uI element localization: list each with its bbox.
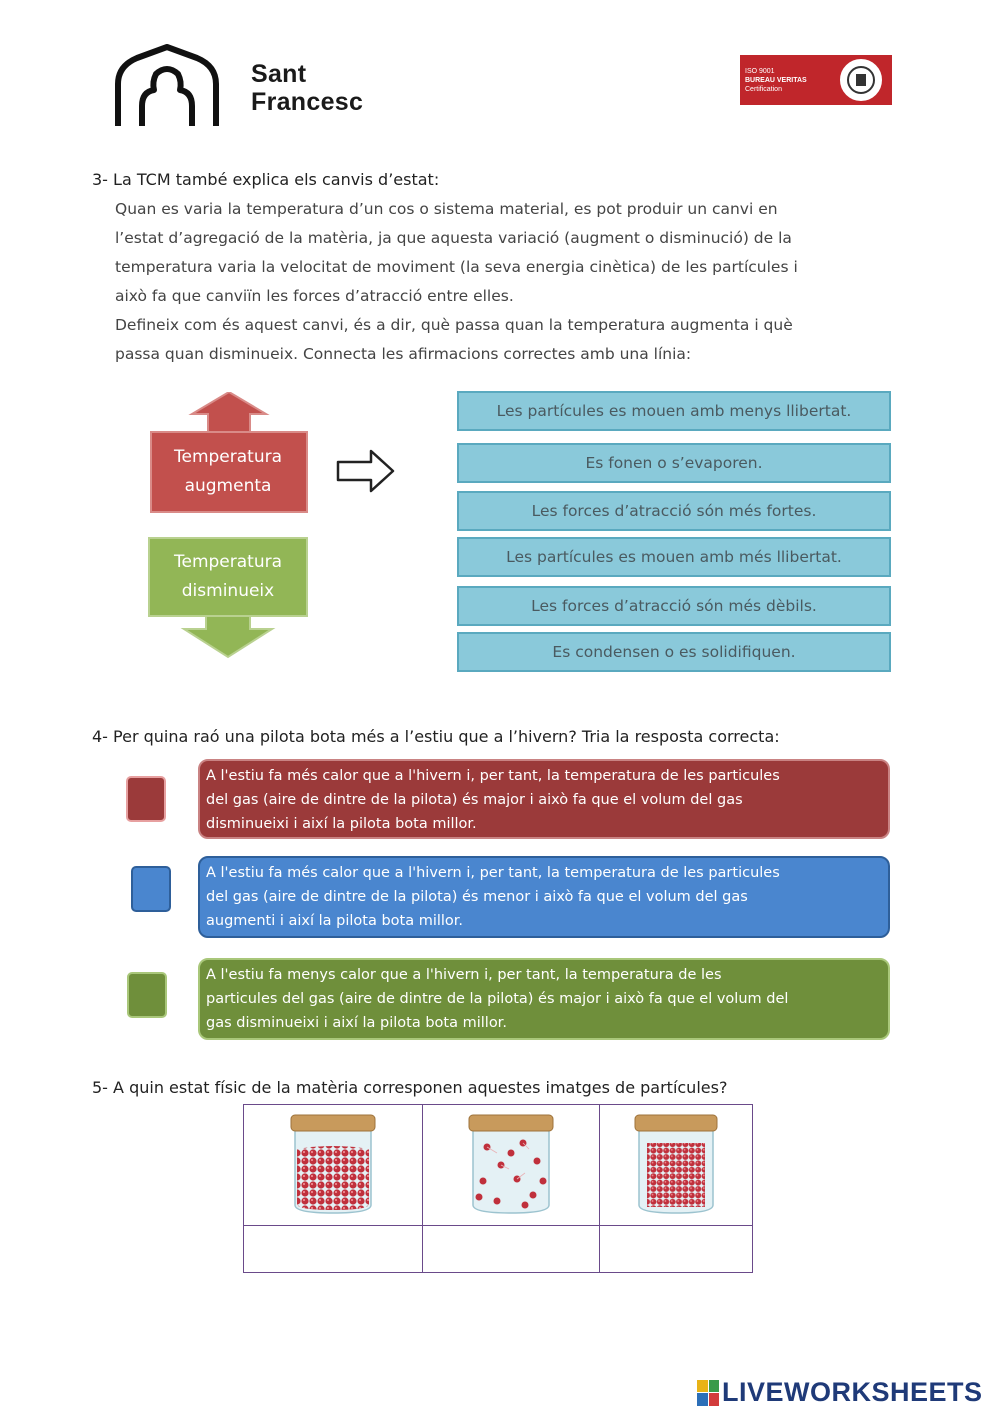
jar-solid-particles-icon [634,1114,718,1214]
answer-checkbox-blue[interactable] [131,866,171,912]
certification-badge: ISO 9001 BUREAU VERITAS Certification [740,55,892,105]
paragraph-line: temperatura varia la velocitat de movime… [115,258,798,276]
certification-text: ISO 9001 BUREAU VERITAS Certification [740,62,840,98]
temp-up-line1: Temperatura [173,447,283,467]
answer-cell-1[interactable] [243,1225,423,1273]
question-3-title: 3- La TCM també explica els canvis d’est… [92,170,440,189]
jar-gas-particles-icon [468,1114,554,1214]
bureau-veritas-seal-icon [840,59,882,101]
statement-box[interactable]: Les partícules es mouen amb menys lliber… [457,391,891,431]
jar-liquid-particles-icon [290,1114,376,1214]
liveworksheets-badge-icon [697,1379,719,1406]
answer-line: particules del gas (aire de dintre de la… [206,991,789,1007]
answer-option-2[interactable]: A l'estiu fa més calor que a l'hivern i,… [198,856,890,938]
states-of-matter-table [243,1104,753,1273]
paragraph-line: passa quan disminueix. Connecta les afir… [115,345,692,363]
question-4-title: 4- Per quina raó una pilota bota més a l… [92,727,780,746]
question-5-title: 5- A quin estat físic de la matèria corr… [92,1078,728,1097]
answer-line: del gas (aire de dintre de la pilota) és… [206,889,748,905]
liveworksheets-watermark: LIVEWORKSHEETS [697,1377,983,1408]
answer-line: disminueixi i així la pilota bota millor… [206,816,477,832]
paragraph-line: Quan es varia la temperatura d’un cos o … [115,200,778,218]
watermark-text: LIVEWORKSHEETS [722,1377,983,1407]
answer-option-3[interactable]: A l'estiu fa menys calor que a l'hivern … [198,958,890,1040]
jar-cell-solid-packed [243,1104,423,1226]
statement-box[interactable]: Les forces d’atracció són més fortes. [457,491,891,531]
school-name-line2: Francesc [251,88,364,116]
jar-cell-gas [422,1104,600,1226]
up-arrow-icon [150,392,308,513]
temperature-increases-box: Temperatura augmenta [150,432,306,512]
down-arrow-icon [148,537,308,659]
answer-line: A l'estiu fa menys calor que a l'hivern … [206,967,722,983]
cert-line2: BUREAU VERITAS [745,76,807,84]
paragraph-line: l’estat d’agregació de la matèria, ja qu… [115,229,792,247]
school-name-line1: Sant [251,60,307,88]
paragraph-line: això fa que canviïn les forces d’atracci… [115,287,514,305]
temperature-decreases-box: Temperatura disminueix [148,538,308,616]
temp-down-line1: Temperatura [173,552,283,572]
answer-line: gas disminueixi i així la pilota bota mi… [206,1015,507,1031]
answer-line: A l'estiu fa més calor que a l'hivern i,… [206,768,780,784]
answer-checkbox-red[interactable] [126,776,166,822]
school-name: Sant Francesc [251,60,363,116]
paragraph-line: Defineix com és aquest canvi, és a dir, … [115,316,793,334]
answer-line: augmenti i així la pilota bota millor. [206,913,464,929]
cert-line3: Certification [745,85,782,93]
answer-option-1[interactable]: A l'estiu fa més calor que a l'hivern i,… [198,759,890,839]
temp-down-line2: disminueix [181,581,275,601]
statement-box[interactable]: Les partícules es mouen amb més lliberta… [457,537,891,577]
answer-line: del gas (aire de dintre de la pilota) és… [206,792,743,808]
answer-line: A l'estiu fa més calor que a l'hivern i,… [206,865,780,881]
question-3-paragraph: Quan es varia la temperatura d’un cos o … [115,195,905,369]
cert-line1: ISO 9001 [745,67,775,75]
temp-up-line2: augmenta [184,476,272,496]
statement-box[interactable]: Es fonen o s’evaporen. [457,443,891,483]
answer-cell-3[interactable] [599,1225,753,1273]
statement-box[interactable]: Les forces d’atracció són més dèbils. [457,586,891,626]
right-arrow-icon [336,449,395,493]
answer-cell-2[interactable] [422,1225,600,1273]
jar-cell-solid [599,1104,753,1226]
school-logo [112,44,222,130]
school-logo-icon [115,44,219,126]
answer-checkbox-green[interactable] [127,972,167,1018]
statement-box[interactable]: Es condensen o es solidifiquen. [457,632,891,672]
